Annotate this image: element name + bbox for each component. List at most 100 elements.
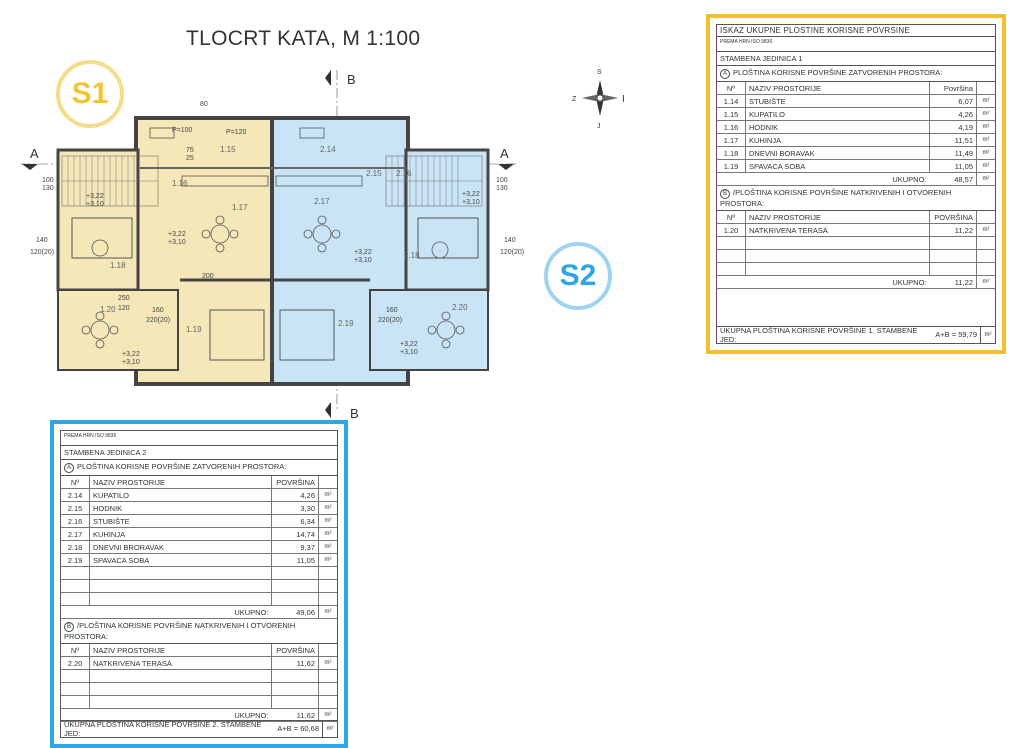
section-arrow-a-left xyxy=(22,164,38,170)
unit-badge-s1: S1 xyxy=(56,60,124,128)
table-1-unit: STAMBENA JEDINICA 1 xyxy=(717,52,995,66)
room-label-2.14: 2.14 xyxy=(320,145,336,154)
room-label-2.19: 2.19 xyxy=(338,319,354,328)
tables xyxy=(81,215,465,349)
dimension-right-1: 130 xyxy=(496,185,508,192)
compass-s: J xyxy=(597,123,601,130)
level-label-upper: +3,22 xyxy=(462,191,480,198)
s1-sofa xyxy=(71,217,133,259)
dimension-11: P=120 xyxy=(226,129,247,136)
room-label-2.15: 2.15 xyxy=(366,169,382,178)
dimension-5: 220(20) xyxy=(146,317,170,324)
table-2-total: UKUPNA PLOŠTINA KORISNE POVRŠINE 2. STAM… xyxy=(61,720,337,738)
compass-e: I xyxy=(622,94,625,105)
compass-n: S xyxy=(597,69,602,76)
level-label-upper: +3,22 xyxy=(122,351,140,358)
dimension-4: 160 xyxy=(152,307,164,314)
compass-rose: S J Z I xyxy=(572,69,625,130)
room-label-1.16: 1.16 xyxy=(172,179,188,188)
dimension-13: 25 xyxy=(186,155,194,162)
dimension-0: 100 xyxy=(42,177,54,184)
table-2-unit: STAMBENA JEDINICA 2 xyxy=(61,446,337,460)
table-2-a-empty-row xyxy=(61,579,337,593)
s2-bed xyxy=(279,309,335,361)
table-1-section-b: B/PLOŠTINA KORISNE POVRŠINE NATKRIVENIH … xyxy=(717,186,995,211)
room-label-2.20: 2.20 xyxy=(452,303,468,312)
room-label-2.18: 2.18 xyxy=(404,251,420,260)
room-label-2.16: 2.16 xyxy=(396,169,412,178)
stairs-s2 xyxy=(385,155,483,207)
section-a-right: A xyxy=(500,146,509,161)
table-2-a-empty-row xyxy=(61,566,337,580)
room-label-1.20: 1.20 xyxy=(100,305,116,314)
s2-counter xyxy=(275,175,363,187)
page-title: TLOCRT KATA, M 1:100 xyxy=(186,27,421,50)
s2-terrace xyxy=(369,289,489,371)
level-label-upper: +3,22 xyxy=(86,193,104,200)
table-2-section-b: B/PLOŠTINA KORISNE POVRŠINE NATKRIVENIH … xyxy=(61,619,337,644)
s1-wing xyxy=(56,148,140,292)
table-1-total: UKUPNA PLOŠTINA KORISNE POVRŠINE 1. STAM… xyxy=(717,326,995,344)
s1-counter xyxy=(181,175,269,187)
table-2-b-empty-row xyxy=(61,695,337,709)
room-label-1.17: 1.17 xyxy=(232,203,248,212)
level-label-lower: +3,10 xyxy=(168,239,186,246)
table-2-b-empty-row xyxy=(61,682,337,696)
section-b-bottom: B xyxy=(350,406,359,420)
room-label-1.19: 1.19 xyxy=(186,325,202,334)
dimension-12: 75 xyxy=(186,147,194,154)
dimension-labels: 100130140120(20)160220(20)25012080200P=1… xyxy=(30,101,524,324)
dimension-2: 140 xyxy=(36,237,48,244)
table-2-a-empty-row xyxy=(61,592,337,606)
floor-plan: A A B B xyxy=(20,69,625,420)
compass-w: Z xyxy=(572,96,577,103)
s1-bed xyxy=(209,309,265,361)
section-arrow-b-bottom xyxy=(325,402,331,418)
section-a-left: A xyxy=(30,146,39,161)
stairs-s1 xyxy=(61,155,159,207)
table-1-b-empty-row xyxy=(717,249,995,263)
dimension-9: 200 xyxy=(202,273,214,280)
dimension-10: P=100 xyxy=(172,127,193,134)
level-label-lower: +3,10 xyxy=(354,257,372,264)
s2-sofa xyxy=(417,217,479,259)
room-label-1.18: 1.18 xyxy=(110,261,126,270)
s2-basin xyxy=(299,127,325,139)
level-labels: +3,22+3,10+3,22+3,10+3,22+3,10+3,22+3,10… xyxy=(86,191,480,366)
level-label-upper: +3,22 xyxy=(400,341,418,348)
room-label-1.15: 1.15 xyxy=(220,145,236,154)
dimension-right-0: 100 xyxy=(496,177,508,184)
dimension-right-4: 160 xyxy=(386,307,398,314)
s1-basin xyxy=(149,127,175,139)
dimension-1: 130 xyxy=(42,185,54,192)
table-1-standard: PREMA HRN ISO 9836 xyxy=(717,37,995,52)
area-table-unit-1: ISKAZ UKUPNE PLOSTINE KORISNE POVRSINE P… xyxy=(706,14,1006,354)
level-label-upper: +3,22 xyxy=(168,231,186,238)
unit-badge-s2: S2 xyxy=(544,242,612,310)
section-arrow-b-top xyxy=(325,70,331,86)
dimension-3: 120(20) xyxy=(30,249,54,256)
dimension-right-2: 140 xyxy=(504,237,516,244)
section-arrow-a-right xyxy=(498,164,514,170)
table-1-header: ISKAZ UKUPNE PLOSTINE KORISNE POVRSINE xyxy=(717,25,995,37)
